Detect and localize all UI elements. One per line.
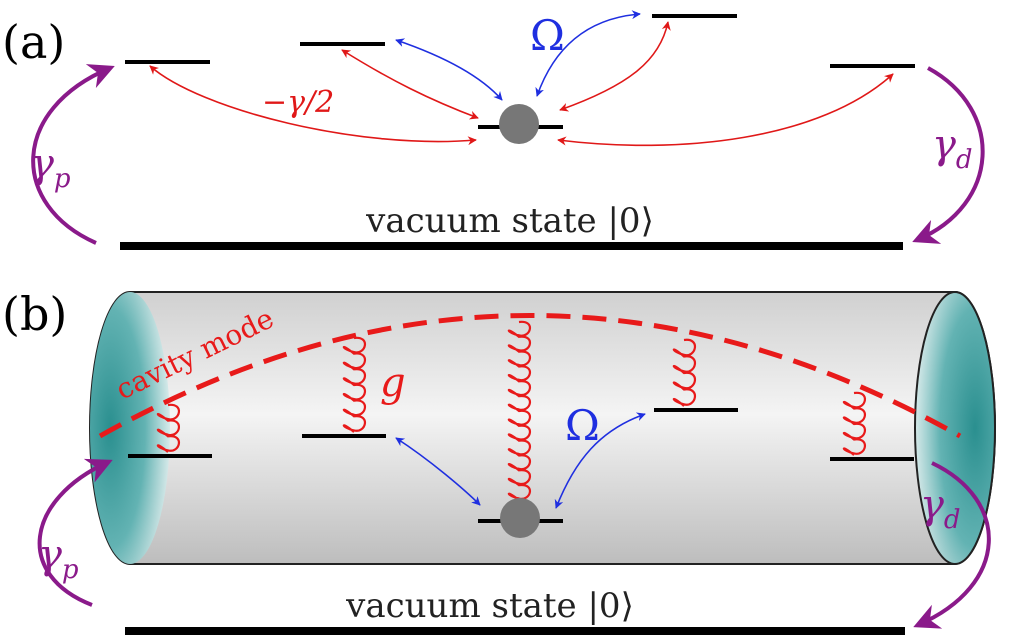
coupling-arrow-a-2 bbox=[341, 49, 479, 120]
emitter-dot-b bbox=[500, 498, 540, 538]
g-spring-4 bbox=[672, 338, 696, 407]
panel-b-label: (b) bbox=[2, 287, 67, 341]
omega-label-a: Ω bbox=[530, 11, 565, 60]
coupling-arrow-a-1 bbox=[149, 65, 477, 146]
coupling-arrow-a-3 bbox=[559, 21, 671, 112]
panel-a-label: (a) bbox=[2, 15, 65, 69]
pump-label-a: γp bbox=[30, 141, 71, 194]
decay-arrow-b bbox=[913, 461, 991, 629]
emitter-dot-a bbox=[499, 104, 539, 144]
coupling-arrow-a-4 bbox=[557, 73, 894, 147]
pump-arrow-a bbox=[31, 64, 115, 245]
panel-b: (b) cavity mode g Ω γp γd vacuum state |… bbox=[2, 287, 996, 635]
pump-label-b: γp bbox=[38, 532, 79, 585]
pump-arrow-b bbox=[37, 458, 113, 607]
omega-label-b: Ω bbox=[565, 401, 600, 450]
omega-arrow-b-1 bbox=[395, 437, 481, 506]
mirror-left bbox=[90, 292, 170, 564]
g-spring-5 bbox=[842, 391, 866, 456]
omega-arrow-a-2 bbox=[535, 10, 641, 97]
decay-label-a: γd bbox=[932, 122, 973, 175]
g-label: g bbox=[380, 360, 406, 406]
coupling-label-a: −γ/2 bbox=[262, 85, 334, 120]
g-spring-1 bbox=[156, 403, 180, 453]
g-spring-2 bbox=[342, 336, 366, 433]
decay-arrow-a bbox=[912, 66, 985, 244]
cavity-mode-curve bbox=[98, 313, 962, 439]
vacuum-label-b: vacuum state |0⟩ bbox=[345, 586, 634, 626]
g-spring-3 bbox=[507, 320, 531, 501]
decay-label-b: γd bbox=[920, 482, 961, 535]
omega-arrow-b-2 bbox=[554, 412, 646, 509]
g-couplings bbox=[156, 320, 866, 501]
panel-a: (a) Ω −γ/2 γp γd vacuum state |0⟩ bbox=[2, 10, 985, 250]
omega-arrow-a-1 bbox=[395, 38, 503, 101]
vacuum-label-a: vacuum state |0⟩ bbox=[365, 201, 654, 241]
